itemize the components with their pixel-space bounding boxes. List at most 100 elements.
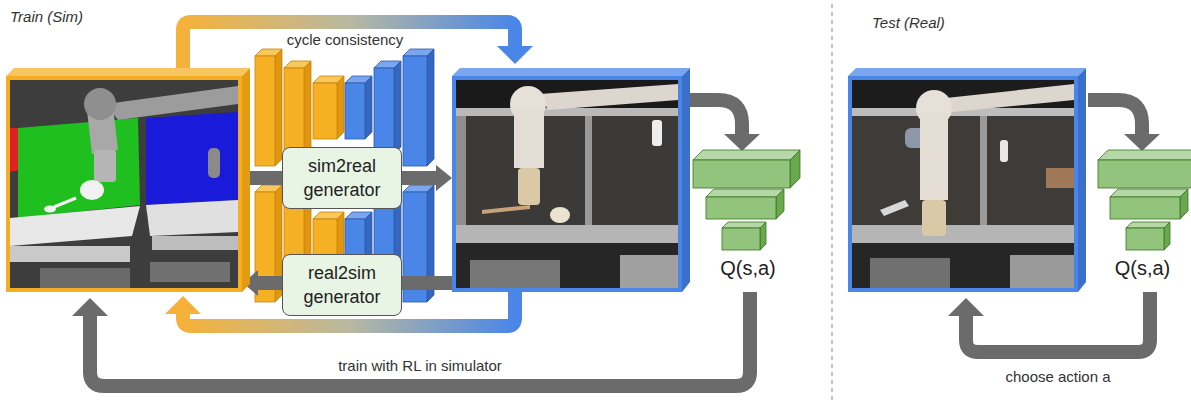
node-text: Q(s,a) <box>688 256 808 280</box>
arrow-label: cycle consistency <box>287 31 404 48</box>
network-layer <box>345 76 372 139</box>
real-scene <box>550 207 570 223</box>
network-layer <box>275 49 282 166</box>
network-layer <box>284 61 311 154</box>
test-scene <box>980 108 987 225</box>
network-layer <box>722 222 766 250</box>
network-layer <box>706 189 784 219</box>
real-scene <box>540 84 678 110</box>
real-scene <box>514 110 544 168</box>
cycle-arrow <box>497 46 533 64</box>
network-layer <box>1098 150 1191 188</box>
flow-arrow <box>72 100 1160 386</box>
test-image-frame <box>848 68 1086 292</box>
flow-arrow <box>966 292 1150 352</box>
real-scene <box>482 205 530 214</box>
flow-arrow <box>436 165 452 191</box>
real-scene <box>585 108 592 225</box>
sim-scene <box>10 206 140 246</box>
sim-scene <box>150 262 230 282</box>
network-layer <box>255 49 282 166</box>
real-image-frame <box>682 68 690 292</box>
network-layer <box>1110 189 1188 219</box>
network-layer <box>345 83 365 139</box>
sim-scene <box>146 112 238 205</box>
sim-scene <box>40 268 130 288</box>
label-holder: Train (Sim) <box>10 8 83 26</box>
test-scene <box>852 108 1074 225</box>
network-layer <box>313 83 337 139</box>
sim-scene <box>44 206 56 213</box>
panel-heading: Train (Sim) <box>10 8 83 25</box>
test-scene <box>852 80 1074 288</box>
network-layer <box>403 56 427 166</box>
real-scene <box>456 108 678 116</box>
test-scene <box>922 200 946 236</box>
test-scene <box>1010 255 1074 288</box>
panel-heading: Test (Real) <box>872 14 945 31</box>
sim-scene <box>208 148 220 178</box>
q-network: Q(s,a) <box>1094 140 1191 288</box>
node-text: Q(s,a) <box>1094 256 1191 280</box>
network-layer <box>284 68 304 154</box>
network-layer <box>427 49 434 166</box>
network-layer <box>313 76 344 139</box>
real-scene <box>652 120 662 146</box>
flow-arrow <box>948 298 984 316</box>
network-layer <box>1126 222 1170 250</box>
real-scene <box>470 260 560 288</box>
generator-box: sim2real generator <box>282 147 402 210</box>
flow-arrow <box>724 134 760 151</box>
sim-scene <box>80 180 104 200</box>
test-scene <box>880 200 909 216</box>
flow-arrow <box>690 100 742 134</box>
network-layer <box>403 49 434 166</box>
flow-arrow <box>90 292 750 386</box>
cycle-arrow <box>183 22 515 72</box>
real-scene <box>456 80 678 288</box>
q-network: Q(s,a) <box>688 140 808 288</box>
network-layer <box>255 56 275 166</box>
network-layer <box>394 61 401 154</box>
flow-arrow <box>1124 134 1160 151</box>
arrow-label: choose action a <box>1005 368 1110 385</box>
sim-scene <box>94 150 116 182</box>
sim-scene <box>10 246 130 262</box>
network-layer <box>365 76 372 139</box>
node-text: real2sim generator <box>289 261 395 310</box>
sim-scene <box>10 80 238 288</box>
test-scene <box>1046 168 1074 188</box>
real-scene <box>456 225 678 243</box>
label-holder: train with RL in simulator <box>338 357 502 375</box>
real-scene <box>456 80 678 288</box>
test-scene <box>920 112 948 200</box>
sim-scene <box>146 200 238 236</box>
label-holder: choose action a <box>1005 368 1110 386</box>
real-scene <box>518 168 540 205</box>
test-image-frame <box>848 68 1086 76</box>
sim-image-frame <box>8 78 240 290</box>
label-holder: cycle consistency <box>287 31 404 49</box>
divider-line <box>831 4 832 400</box>
test-scene <box>870 258 950 288</box>
test-scene <box>1000 140 1008 162</box>
real-scene <box>620 255 678 288</box>
network-layer <box>337 76 344 139</box>
sim-scene <box>152 236 238 250</box>
cycle-arrow <box>165 296 201 314</box>
generator-box: real2sim generator <box>282 254 402 317</box>
real-image-frame <box>452 68 690 76</box>
test-scene <box>852 80 1074 288</box>
sim-scene <box>54 198 76 207</box>
real-scene <box>456 108 678 225</box>
real-image-frame <box>452 68 690 292</box>
test-image-frame <box>850 78 1076 290</box>
real-scene <box>456 108 466 225</box>
sim-image-frame <box>6 68 250 76</box>
flow-arrow <box>1088 100 1142 134</box>
network-layer <box>693 150 800 188</box>
test-image-frame <box>1078 68 1086 292</box>
test-scene <box>946 84 1074 112</box>
